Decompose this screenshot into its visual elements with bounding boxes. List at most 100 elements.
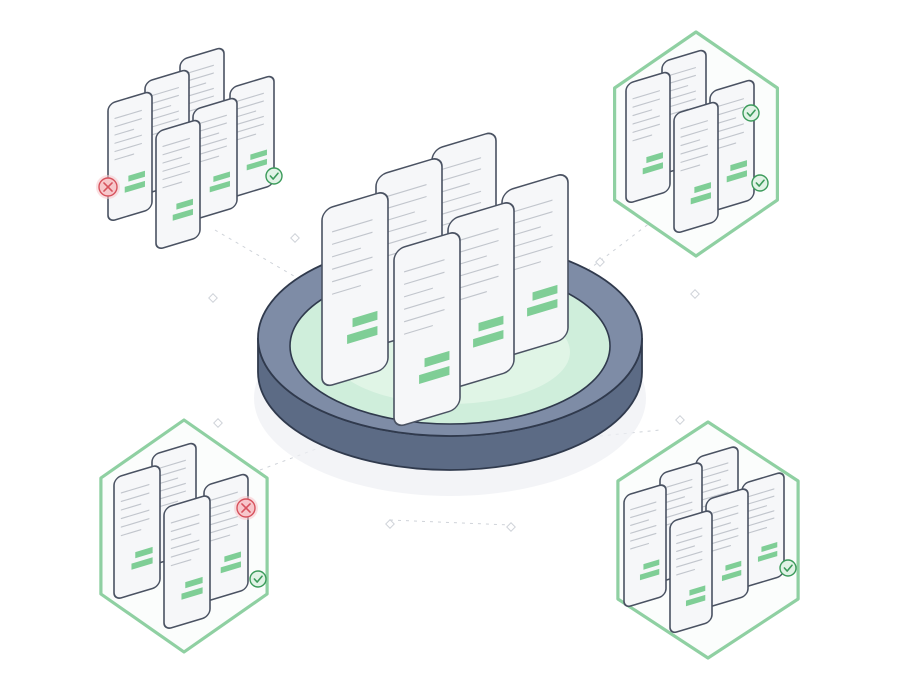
document-text-line (457, 263, 499, 277)
document-text-line (702, 491, 729, 501)
document-green-block (347, 325, 378, 344)
connector-line (574, 199, 681, 281)
document-text-line (632, 123, 660, 133)
document-text-line (199, 114, 227, 124)
document-text-line (158, 490, 186, 500)
cluster-top-right (612, 30, 780, 258)
document-green-block (124, 180, 145, 193)
document-text-line (236, 100, 264, 110)
document-text-line (632, 109, 653, 117)
document-text-line (748, 505, 768, 512)
document-green-block (131, 557, 153, 570)
document-text-line (666, 509, 693, 518)
document-text-line (199, 155, 220, 163)
document-text-line (114, 118, 142, 128)
document-text-line (210, 491, 238, 501)
document-green-block (726, 170, 747, 183)
document-card-body (163, 495, 211, 629)
document-text-line (676, 545, 696, 552)
document-text-line (158, 477, 179, 485)
document-green-block (213, 171, 230, 182)
document-text-line (748, 510, 775, 520)
document-text-line (716, 142, 737, 150)
document-green-block (250, 149, 267, 160)
check-icon (742, 104, 760, 122)
document-text-line (151, 110, 179, 120)
connector-node (208, 293, 218, 303)
document-text-line (668, 85, 689, 92)
document-text-line (511, 234, 553, 248)
document-text-line (210, 499, 238, 509)
document-text-line (668, 67, 696, 77)
document-text-line (210, 534, 231, 542)
document-text-line (748, 527, 768, 534)
document-text-line (630, 542, 650, 550)
document-text-line (114, 142, 142, 153)
document-text-line (162, 170, 190, 181)
document-text-line (151, 87, 179, 97)
document-text-line (186, 87, 214, 98)
document-text-line (151, 94, 179, 105)
document-text-line (385, 231, 427, 245)
document-green-block (352, 310, 378, 328)
document-green-block (646, 152, 663, 164)
document-text-line (114, 153, 135, 161)
document-text-line (170, 559, 192, 567)
error-icon (234, 496, 258, 520)
cluster-top-left (96, 47, 283, 250)
document-green-block (725, 560, 742, 571)
document-text-line (199, 145, 227, 155)
document-text-line (676, 535, 703, 545)
document-text-line (170, 533, 192, 541)
document-text-line (716, 131, 744, 141)
document-text-line (385, 196, 427, 210)
document-text-line (331, 256, 373, 270)
document-green-block (220, 561, 241, 574)
document-text-line (680, 164, 701, 172)
document-text-line (716, 123, 744, 133)
document-text-line (676, 551, 703, 560)
document-green-block (176, 198, 193, 210)
document-card-body (673, 101, 719, 234)
document-text-line (331, 269, 373, 283)
document-text-line (702, 469, 729, 479)
center-document-stack (321, 132, 569, 427)
document-text-line (170, 539, 200, 550)
document-text-line (403, 287, 433, 298)
document-text-line (331, 219, 373, 233)
document-text-line (668, 74, 696, 85)
document-card (673, 101, 719, 234)
document-text-line (331, 285, 361, 295)
document-text-line (666, 478, 693, 488)
document-text-line (199, 132, 220, 140)
document-green-block (473, 330, 504, 348)
document-text-line (441, 183, 470, 193)
document-card-body (155, 119, 201, 250)
document-card-body (669, 510, 713, 634)
cluster-bottom-right (616, 420, 800, 660)
document-text-line (630, 509, 657, 519)
document-text-line (120, 529, 142, 537)
document-card (113, 465, 161, 599)
document-text-line (666, 496, 686, 503)
document-green-block (757, 550, 778, 562)
document-green-block (419, 365, 450, 384)
document-text-line (199, 137, 227, 148)
document-green-block (532, 284, 558, 301)
document-card-body (623, 484, 667, 608)
document-green-block (761, 542, 778, 553)
document-card-body (321, 192, 389, 387)
document-text-line (236, 123, 264, 133)
document-card (163, 495, 211, 629)
document-text-line (210, 524, 238, 534)
document-card-body (393, 232, 461, 427)
document-card (625, 71, 671, 204)
connector-line (389, 519, 511, 526)
document-green-block (689, 585, 706, 596)
document-text-line (680, 145, 708, 155)
document-green-block (172, 208, 193, 221)
document-green-block (135, 546, 153, 559)
document-text-line (668, 90, 696, 100)
